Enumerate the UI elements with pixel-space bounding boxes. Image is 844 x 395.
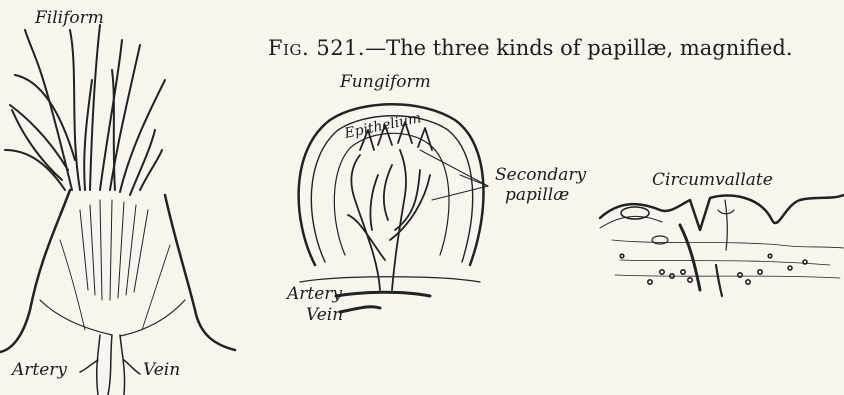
label-fungiform-artery: Artery bbox=[287, 284, 342, 304]
label-filiform-vein: Vein bbox=[143, 360, 180, 380]
label-filiform-artery: Artery bbox=[12, 360, 67, 380]
label-secondary-papillae-2: papillæ bbox=[505, 185, 569, 205]
fungiform-papilla-drawing bbox=[299, 104, 488, 312]
label-secondary-papillae-1: Secondary bbox=[495, 165, 586, 185]
filiform-papilla-drawing bbox=[0, 25, 235, 395]
label-fungiform: Fungiform bbox=[340, 72, 431, 92]
label-circumvallate: Circumvallate bbox=[652, 170, 773, 190]
circumvallate-papilla-drawing bbox=[600, 195, 844, 296]
label-fungiform-vein: Vein bbox=[306, 305, 343, 325]
label-filiform: Filiform bbox=[35, 8, 104, 28]
